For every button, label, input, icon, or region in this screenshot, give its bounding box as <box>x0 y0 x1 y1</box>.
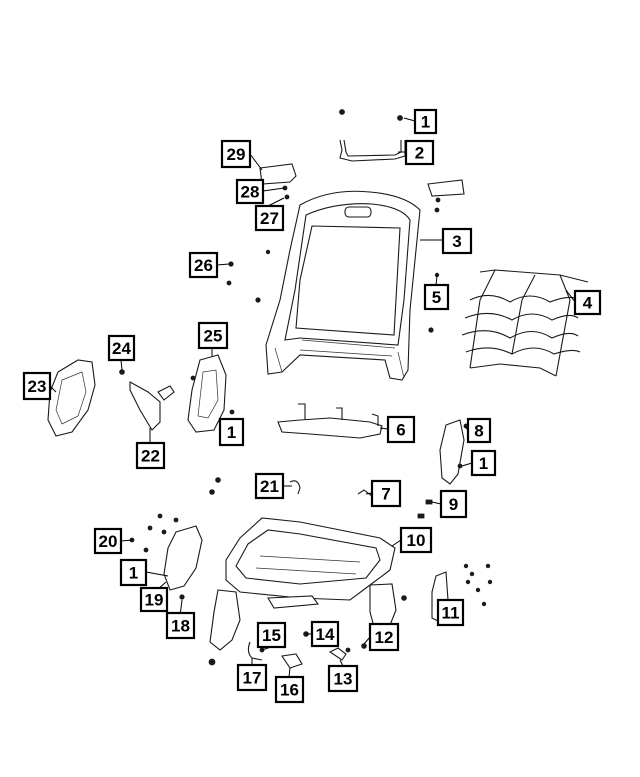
svg-text:28: 28 <box>241 183 260 202</box>
svg-text:5: 5 <box>432 288 441 307</box>
rear-side-cover <box>47 359 96 437</box>
callout-27: 27 <box>254 204 285 232</box>
callout-25: 25 <box>197 321 229 350</box>
callouts: 1 2 29 28 27 3 26 5 <box>22 108 602 704</box>
svg-text:12: 12 <box>375 628 394 647</box>
callout-11: 11 <box>436 598 465 627</box>
front-shield <box>163 525 203 600</box>
svg-text:25: 25 <box>204 327 223 346</box>
bolts-20 <box>129 513 179 553</box>
svg-text:16: 16 <box>280 681 299 700</box>
headrest-guide-wire <box>339 109 406 162</box>
svg-text:8: 8 <box>474 422 483 441</box>
wire-clips <box>209 477 373 497</box>
callout-12: 12 <box>368 622 400 652</box>
callout-1-mid-left: 1 <box>218 417 245 447</box>
svg-text:26: 26 <box>194 256 213 275</box>
callout-18: 18 <box>165 611 196 640</box>
callout-4: 4 <box>573 289 602 316</box>
leader-lines <box>49 117 576 678</box>
svg-text:20: 20 <box>99 532 118 551</box>
svg-text:27: 27 <box>260 209 279 228</box>
lower-hardware <box>208 631 367 669</box>
callout-3: 3 <box>441 227 473 255</box>
callout-10: 10 <box>399 526 433 554</box>
strap <box>119 369 175 431</box>
svg-text:1: 1 <box>227 423 236 442</box>
callout-5: 5 <box>423 283 450 311</box>
callout-20: 20 <box>93 527 123 555</box>
svg-text:13: 13 <box>334 670 353 689</box>
seat-back-frame <box>255 190 440 381</box>
side-shield-panel <box>187 354 235 433</box>
callout-23: 23 <box>22 371 52 401</box>
svg-text:11: 11 <box>442 604 460 623</box>
svg-text:15: 15 <box>262 626 281 645</box>
svg-text:7: 7 <box>381 485 390 504</box>
svg-text:1: 1 <box>479 454 488 473</box>
svg-text:14: 14 <box>316 625 335 644</box>
upper-trim-plate <box>259 163 465 213</box>
callout-2: 2 <box>404 139 435 166</box>
callout-8: 8 <box>466 417 492 444</box>
callout-22: 22 <box>135 441 166 470</box>
callout-1-right: 1 <box>470 449 497 477</box>
callout-24: 24 <box>107 334 136 362</box>
callout-6: 6 <box>386 415 416 444</box>
callout-16: 16 <box>274 675 305 704</box>
svg-text:2: 2 <box>415 144 424 163</box>
callout-15: 15 <box>256 621 287 649</box>
svg-text:24: 24 <box>112 339 131 358</box>
callout-7: 7 <box>370 479 402 508</box>
callout-9: 9 <box>439 489 468 519</box>
callout-19: 19 <box>139 586 169 613</box>
svg-text:18: 18 <box>171 617 190 636</box>
svg-text:4: 4 <box>583 294 593 313</box>
callout-17: 17 <box>236 663 268 692</box>
svg-text:1: 1 <box>129 564 138 583</box>
suspension-wire-mat <box>461 269 589 377</box>
svg-text:6: 6 <box>396 421 405 440</box>
callout-28: 28 <box>235 178 265 205</box>
svg-text:19: 19 <box>145 591 164 610</box>
callout-26: 26 <box>188 251 219 279</box>
callout-21: 21 <box>254 472 285 500</box>
callout-1-top: 1 <box>413 108 438 135</box>
svg-text:9: 9 <box>449 495 458 514</box>
svg-text:22: 22 <box>141 447 160 466</box>
svg-text:17: 17 <box>243 669 262 688</box>
svg-text:29: 29 <box>227 145 246 164</box>
cross-member-bracket <box>277 403 383 439</box>
svg-text:23: 23 <box>28 377 47 396</box>
callout-13: 13 <box>327 664 359 693</box>
svg-text:1: 1 <box>421 113 430 132</box>
callout-29: 29 <box>220 139 252 169</box>
callout-1-lower-left: 1 <box>119 558 148 587</box>
seat-cushion-frame <box>209 517 407 651</box>
svg-text:3: 3 <box>452 232 461 251</box>
svg-text:21: 21 <box>260 477 279 496</box>
fasteners-26 <box>226 261 234 286</box>
callout-14: 14 <box>310 620 340 648</box>
svg-text:10: 10 <box>407 531 426 550</box>
